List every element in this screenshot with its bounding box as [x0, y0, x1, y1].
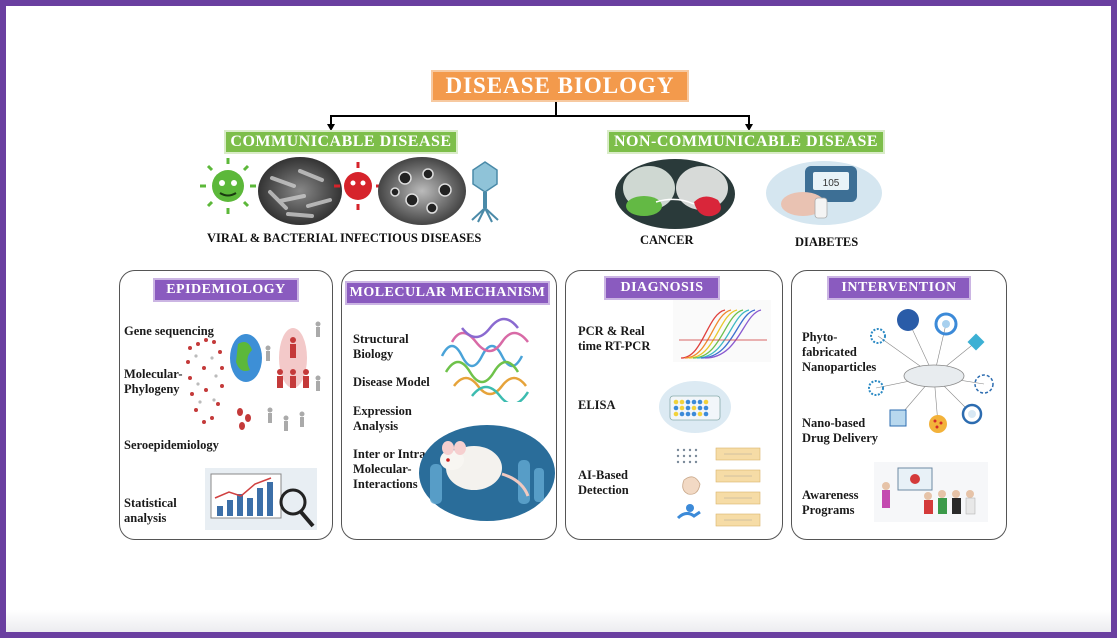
- elisa-plate-image: [659, 381, 731, 433]
- diabetes-image: 105: [766, 161, 882, 225]
- epidemiology-label: EPIDEMIOLOGY: [153, 278, 299, 302]
- epidemiology-graphic: [186, 321, 321, 431]
- int-item-awareness: Awareness Programs: [802, 488, 859, 517]
- diagram-title: DISEASE BIOLOGY: [445, 73, 675, 98]
- pathogen-images: [200, 157, 499, 225]
- ai-detection-graphic: [676, 447, 761, 527]
- protein-structure-image: [440, 317, 530, 402]
- connector-vertical: [555, 102, 557, 116]
- virus-sem-image: [378, 157, 466, 225]
- diag-item-ai-detection: AI-Based Detection: [578, 468, 629, 497]
- nanoparticle-delivery-diagram: [868, 309, 994, 433]
- mol-item-disease-model: Disease Model: [353, 375, 430, 389]
- statistical-analysis-image: [205, 468, 317, 530]
- lab-mouse-image: [419, 425, 555, 521]
- title-box: DISEASE BIOLOGY: [431, 70, 689, 102]
- bacteria-sem-image: [258, 157, 342, 225]
- connector-left-drop: [330, 115, 332, 125]
- green-virus-icon: [200, 158, 256, 214]
- intervention-label: INTERVENTION: [827, 276, 971, 300]
- arrow-right: [745, 124, 753, 131]
- int-item-drug-delivery: Nano-based Drug Delivery: [802, 416, 879, 445]
- int-item-nanoparticles: Phyto- fabricated Nanoparticles: [802, 330, 877, 374]
- communicable-label: COMMUNICABLE DISEASE: [224, 130, 458, 154]
- epi-item-statistical-analysis: Statistical analysis: [124, 496, 177, 525]
- mol-item-expression-analysis: Expression Analysis: [353, 404, 412, 433]
- cancer-caption: CANCER: [640, 233, 694, 247]
- diabetes-caption: DIABETES: [795, 235, 859, 249]
- diagnosis-label: DIAGNOSIS: [604, 276, 720, 300]
- epi-item-seroepidemiology: Seroepidemiology: [124, 438, 219, 452]
- pcr-amplification-plot: [673, 300, 771, 362]
- connector-horizontal: [330, 115, 750, 117]
- diag-item-elisa: ELISA: [578, 398, 616, 412]
- molecular-label: MOLECULAR MECHANISM: [345, 281, 550, 305]
- mol-item-structural-biology: Structural Biology: [353, 332, 409, 361]
- mol-item-molecular-interactions: Inter or Intra Molecular- Interactions: [353, 447, 426, 491]
- epi-item-molecular-phylogeny: Molecular- Phylogeny: [124, 367, 183, 396]
- communicable-caption: VIRAL & BACTERIAL INFECTIOUS DISEASES: [207, 231, 482, 245]
- diag-item-pcr: PCR & Real time RT-PCR: [578, 324, 651, 353]
- cancer-image: [615, 159, 735, 229]
- connector-right-drop: [748, 115, 750, 125]
- awareness-program-image: [874, 462, 988, 522]
- bottom-shadow: [6, 610, 1111, 632]
- arrow-left: [327, 124, 335, 131]
- red-virus-icon: [334, 162, 382, 210]
- bacteriophage-icon: [471, 161, 499, 223]
- non-communicable-label: NON-COMMUNICABLE DISEASE: [607, 130, 885, 154]
- svg-text:105: 105: [823, 178, 840, 189]
- epi-item-gene-sequencing: Gene sequencing: [124, 324, 214, 338]
